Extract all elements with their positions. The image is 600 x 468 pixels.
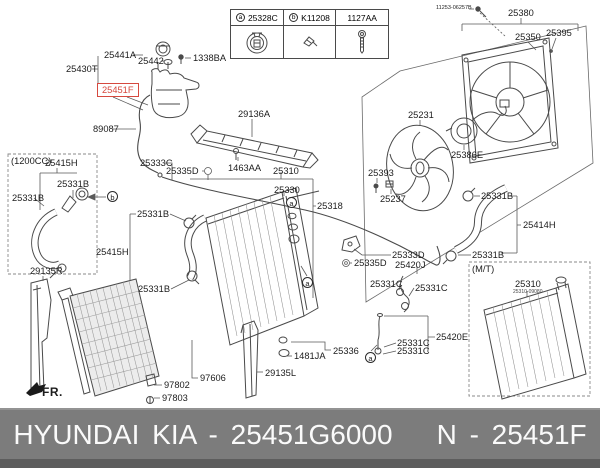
part-label-25331C: 25331C xyxy=(397,346,430,356)
clip-icon xyxy=(302,36,317,47)
part-label-89087: 89087 xyxy=(93,124,119,134)
part-label-25380: 25380 xyxy=(508,8,534,18)
part-label-25331B: 25331B xyxy=(481,191,514,201)
parts-diagram: a 25328C b K11208 xyxy=(7,5,594,404)
legend-marker-a: a xyxy=(235,13,245,22)
part-label-25415H: 25415H xyxy=(45,158,78,168)
shroud-bolt xyxy=(475,6,487,18)
legend-cell-b: b K11208 xyxy=(283,10,337,58)
part-label-25333C: 25333C xyxy=(140,158,173,168)
part-label-29136A: 29136A xyxy=(238,109,271,119)
part-label-25330: 25330 xyxy=(274,185,300,195)
legend-part-number: 25328C xyxy=(247,12,278,23)
part-label-97606: 97606 xyxy=(200,373,226,383)
part-label-25331B: 25331B xyxy=(138,284,171,294)
footer-banner: HYUNDAI KIA - 25451G6000 N - 25451F xyxy=(0,408,600,468)
small-fasteners xyxy=(373,180,394,193)
part-label-1481JA: 1481JA xyxy=(294,351,326,361)
overflow-hose-and-pipe xyxy=(137,94,441,266)
box-mt xyxy=(468,261,591,397)
part-label-29135L: 29135L xyxy=(265,368,297,378)
fan-motor xyxy=(445,99,510,145)
hose-lower-right xyxy=(442,184,508,265)
legend-cell-bolt: 1127AA xyxy=(336,10,389,58)
radiator-cap-icon xyxy=(246,32,268,54)
part-label-97802: 97802 xyxy=(164,380,190,390)
legend-cell-a: a 25328C xyxy=(231,10,284,58)
part-label-25318: 25318 xyxy=(317,201,343,211)
part-label-25331C: 25331C xyxy=(370,279,403,289)
zone-label-mt: (M/T) xyxy=(472,264,495,274)
part-label-25335D: 25335D xyxy=(166,166,199,176)
fan-zone-outline xyxy=(361,25,594,303)
part-label-25386E: 25386E xyxy=(451,150,484,160)
condenser xyxy=(57,278,160,404)
banner-part-code: HYUNDAI KIA - 25451G6000 xyxy=(13,418,393,450)
part-label-1463AA: 1463AA xyxy=(228,163,262,173)
part-label-25331B: 25331B xyxy=(472,250,505,260)
hose-lower-middle xyxy=(183,214,207,285)
part-label-25415H: 25415H xyxy=(96,247,129,257)
air-guard-right xyxy=(30,278,52,395)
diagram-line-art xyxy=(7,6,594,404)
part-label-25414H: 25414H xyxy=(523,220,556,230)
marker-a-circle: a xyxy=(302,277,313,288)
part-label-25237: 25237 xyxy=(380,194,406,204)
part-label-25441A: 25441A xyxy=(104,50,137,60)
part-label-25331B: 25331B xyxy=(12,193,45,203)
radiator xyxy=(205,187,320,357)
banner-ref-code: N - 25451F xyxy=(436,418,587,450)
bolt-icon xyxy=(358,30,367,54)
part-label-bolt-code: 11253-06257B xyxy=(436,5,472,11)
part-sublabel-25310: 25310-09080 xyxy=(513,289,543,295)
legend-table: a 25328C b K11208 xyxy=(230,9,389,59)
legend-part-number: 1127AA xyxy=(347,12,377,23)
part-label-25393: 25393 xyxy=(368,168,394,178)
part-label-97803: 97803 xyxy=(162,393,188,403)
part-label-25335D: 25335D xyxy=(354,258,387,268)
part-label-25331B: 25331B xyxy=(137,209,170,219)
part-label-25395: 25395 xyxy=(546,28,572,38)
hose-1200cc xyxy=(31,187,89,279)
part-label-25310: 25310 xyxy=(273,166,299,176)
fan-shroud xyxy=(461,37,559,164)
fan-blade xyxy=(386,124,454,212)
zone-boxes xyxy=(7,153,591,397)
fr-arrow-icon xyxy=(26,382,46,396)
box-1200cc xyxy=(7,153,98,275)
air-guard-left xyxy=(240,320,259,399)
marker-b-circle: b xyxy=(107,191,118,202)
radiator-mt xyxy=(483,276,587,400)
part-label-25420J: 25420J xyxy=(395,260,426,270)
part-label-25333D: 25333D xyxy=(392,250,425,260)
part-label-25350: 25350 xyxy=(515,32,541,42)
marker-a-circle: a xyxy=(286,197,297,208)
part-label-29135R: 29135R xyxy=(30,266,63,276)
fr-direction-label: FR. xyxy=(42,385,63,399)
zone-label-1200cc: (1200CC) xyxy=(11,156,52,166)
part-label-1338BA: 1338BA xyxy=(193,53,227,63)
part-label-25420E: 25420E xyxy=(436,332,469,342)
crossmember xyxy=(190,124,319,169)
part-label-25331C: 25331C xyxy=(397,338,430,348)
legend-marker-b: b xyxy=(289,13,299,22)
part-label-25430T: 25430T xyxy=(66,64,98,74)
part-label-25442: 25442 xyxy=(138,56,164,66)
leader-lines xyxy=(33,8,579,399)
banner-bottom-strip xyxy=(0,459,600,468)
part-label-25331C: 25331C xyxy=(415,283,448,293)
small-pipes xyxy=(341,235,410,355)
legend-part-number: K11208 xyxy=(301,12,330,23)
part-label-25310-mt: 25310 xyxy=(515,279,541,289)
part-label-25336: 25336 xyxy=(333,346,359,356)
reservoir-tank xyxy=(150,41,200,119)
part-label-25231: 25231 xyxy=(408,110,434,120)
part-label-25451F-highlighted: 25451F xyxy=(97,83,139,97)
part-label-25331B: 25331B xyxy=(57,179,90,189)
marker-a-circle: a xyxy=(365,352,376,363)
